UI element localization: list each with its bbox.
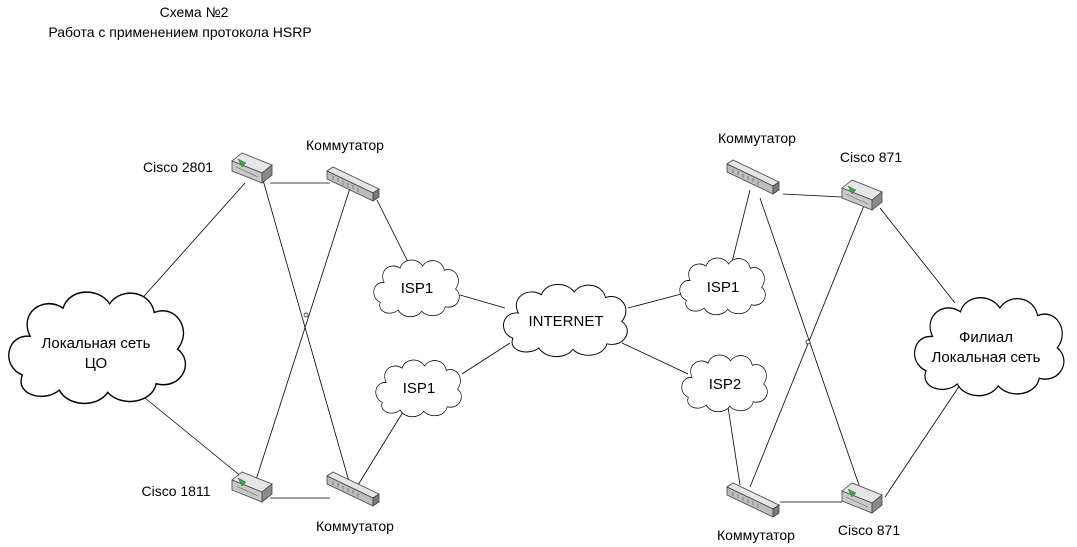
cloud-isp1-top-left: ISP1: [373, 259, 460, 318]
switch-icon: [726, 159, 780, 195]
switch-left-bottom: Коммутатор: [316, 471, 394, 534]
router-cisco-2801-label: Cisco 2801: [143, 159, 213, 175]
cloud-isp2-right-label: ISP2: [709, 376, 742, 393]
cloud-lan-co-label-line1: Локальная сеть: [42, 335, 151, 352]
cloud-isp1-bottom-left-label: ISP1: [403, 380, 436, 397]
switch-right-top-label: Коммутатор: [718, 130, 796, 146]
switch-icon: [726, 482, 780, 518]
cloud-branch-lan-label-line2: Локальная сеть: [932, 349, 1041, 366]
cloud-isp2-right: ISP2: [681, 354, 768, 413]
cloud-isp1-bottom-left: ISP1: [375, 359, 462, 418]
switch-right-top: Коммутатор: [718, 130, 796, 195]
router-cisco-1811-label: Cisco 1811: [141, 483, 210, 499]
switch-icon: [326, 471, 380, 507]
cloud-lan-co: Локальная сеть ЦО: [8, 291, 187, 405]
switch-right-bottom: Коммутатор: [717, 482, 795, 543]
switch-left-top: Коммутатор: [306, 137, 384, 202]
switch-icon: [326, 166, 380, 202]
router-cisco-871-bottom-label: Cisco 871: [838, 522, 900, 538]
cloud-isp1-right-label: ISP1: [707, 279, 740, 296]
diagram-title-line1: Схема №2: [160, 4, 229, 20]
diagram-title-line2: Работа с применением протокола HSRP: [48, 24, 311, 40]
router-icon: [841, 179, 883, 211]
router-cisco-871-top: Cisco 871: [840, 149, 902, 211]
cloud-branch-lan-label-line1: Филиал: [959, 329, 1013, 346]
switch-right-bottom-label: Коммутатор: [717, 527, 795, 543]
cloud-internet-label: INTERNET: [529, 313, 604, 330]
line-crossing-right: [805, 339, 811, 345]
router-cisco-1811: Cisco 1811: [141, 471, 273, 503]
router-icon: [231, 471, 273, 503]
cloud-branch-lan: Филиал Локальная сеть: [913, 297, 1065, 397]
line-crossing-left: [303, 312, 309, 318]
switch-left-bottom-label: Коммутатор: [316, 518, 394, 534]
router-cisco-871-top-label: Cisco 871: [840, 149, 902, 165]
router-icon: [841, 482, 883, 514]
cloud-isp1-right: ISP1: [679, 257, 766, 316]
router-cisco-871-bottom: Cisco 871: [838, 482, 900, 538]
cloud-internet: INTERNET: [502, 283, 628, 358]
switch-left-top-label: Коммутатор: [306, 137, 384, 153]
router-cisco-2801: Cisco 2801: [143, 152, 273, 184]
router-icon: [231, 152, 273, 184]
cloud-lan-co-label-line2: ЦО: [85, 355, 107, 372]
cloud-isp1-top-left-label: ISP1: [401, 280, 434, 297]
